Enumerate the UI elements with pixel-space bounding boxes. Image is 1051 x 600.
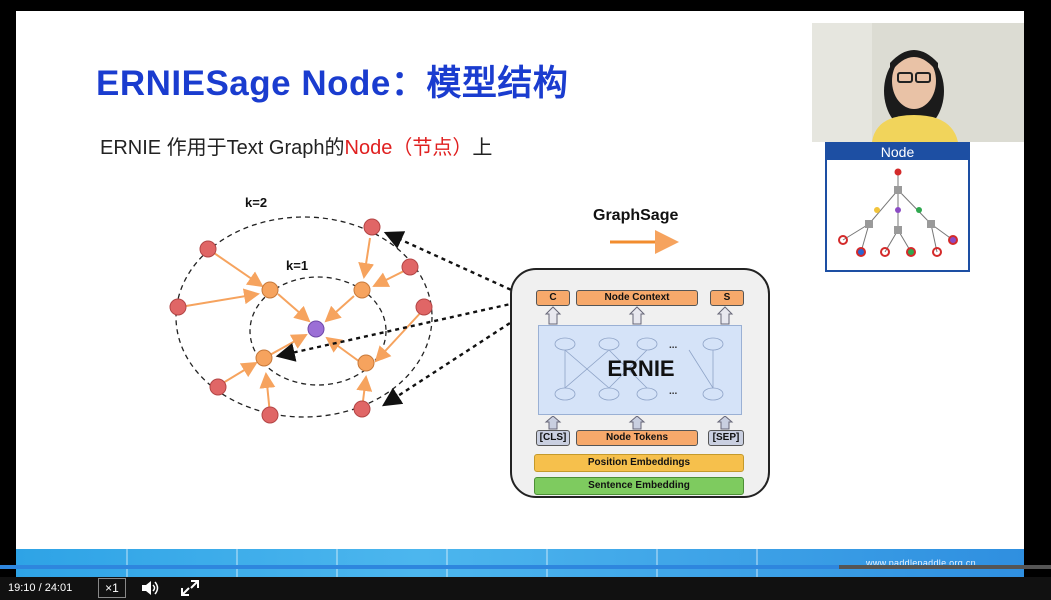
input-arrows — [544, 416, 734, 430]
outer-nodes — [169, 218, 433, 424]
cls-token-box: [CLS] — [536, 430, 570, 446]
subtitle-suffix: 上 — [472, 137, 493, 159]
c-token-box: C — [536, 290, 570, 306]
slide-title: ERNIESage Node：模型结构 — [96, 64, 569, 103]
progress-bar[interactable] — [0, 565, 1051, 569]
graph-edges — [185, 237, 425, 415]
s-token-box: S — [710, 290, 744, 306]
output-arrows — [544, 306, 734, 325]
graphsage-label: GraphSage — [593, 207, 679, 224]
context-arrows — [275, 231, 531, 407]
node-tree-panel: Node — [825, 142, 970, 272]
node-tokens-box: Node Tokens — [576, 430, 698, 446]
node-context-box: Node Context — [576, 290, 698, 306]
sep-token-box: [SEP] — [708, 430, 744, 446]
presenter-webcam — [812, 23, 1024, 142]
k2-ring — [175, 216, 433, 418]
ernie-dots-top: ... — [669, 340, 678, 351]
position-embeddings-bar: Position Embeddings — [534, 454, 744, 472]
ernie-core-label: ERNIE — [607, 356, 675, 381]
node-panel-title: Node — [827, 144, 968, 160]
node-tree-diagram — [838, 168, 958, 257]
inner-nodes — [255, 281, 375, 372]
k1-ring — [249, 276, 387, 386]
slide-subtitle: ERNIE 作用于Text Graph的Node（节点）上 — [100, 131, 492, 160]
presenter-video-frame — [812, 23, 1024, 142]
subtitle-prefix: ERNIE 作用于Text Graph的 — [100, 137, 345, 159]
k1-label: k=1 — [286, 258, 308, 273]
graph-diagram: k=2 k=1 — [169, 195, 679, 424]
playback-speed-button[interactable]: ×1 — [98, 578, 126, 598]
subtitle-highlight: Node（节点） — [344, 137, 473, 159]
player-controls: 19:10 / 24:01 ×1 — [0, 577, 1051, 600]
ernie-core: ... ... ERNIE — [538, 325, 742, 415]
center-node — [307, 320, 325, 338]
k2-label: k=2 — [245, 195, 267, 210]
volume-icon[interactable] — [140, 579, 160, 597]
fullscreen-icon[interactable] — [180, 579, 200, 597]
slide-footer-bar: www.paddlepaddle.org.cn — [16, 549, 1024, 577]
sentence-embedding-bar: Sentence Embedding — [534, 477, 744, 495]
progress-fill — [0, 565, 839, 569]
time-display: 19:10 / 24:01 — [8, 582, 73, 594]
ernie-network-icon — [554, 337, 724, 401]
ernie-model-box: C Node Context S — [510, 268, 770, 498]
website-url: www.paddlepaddle.org.cn — [866, 558, 976, 568]
ernie-dots-bottom: ... — [669, 386, 678, 397]
